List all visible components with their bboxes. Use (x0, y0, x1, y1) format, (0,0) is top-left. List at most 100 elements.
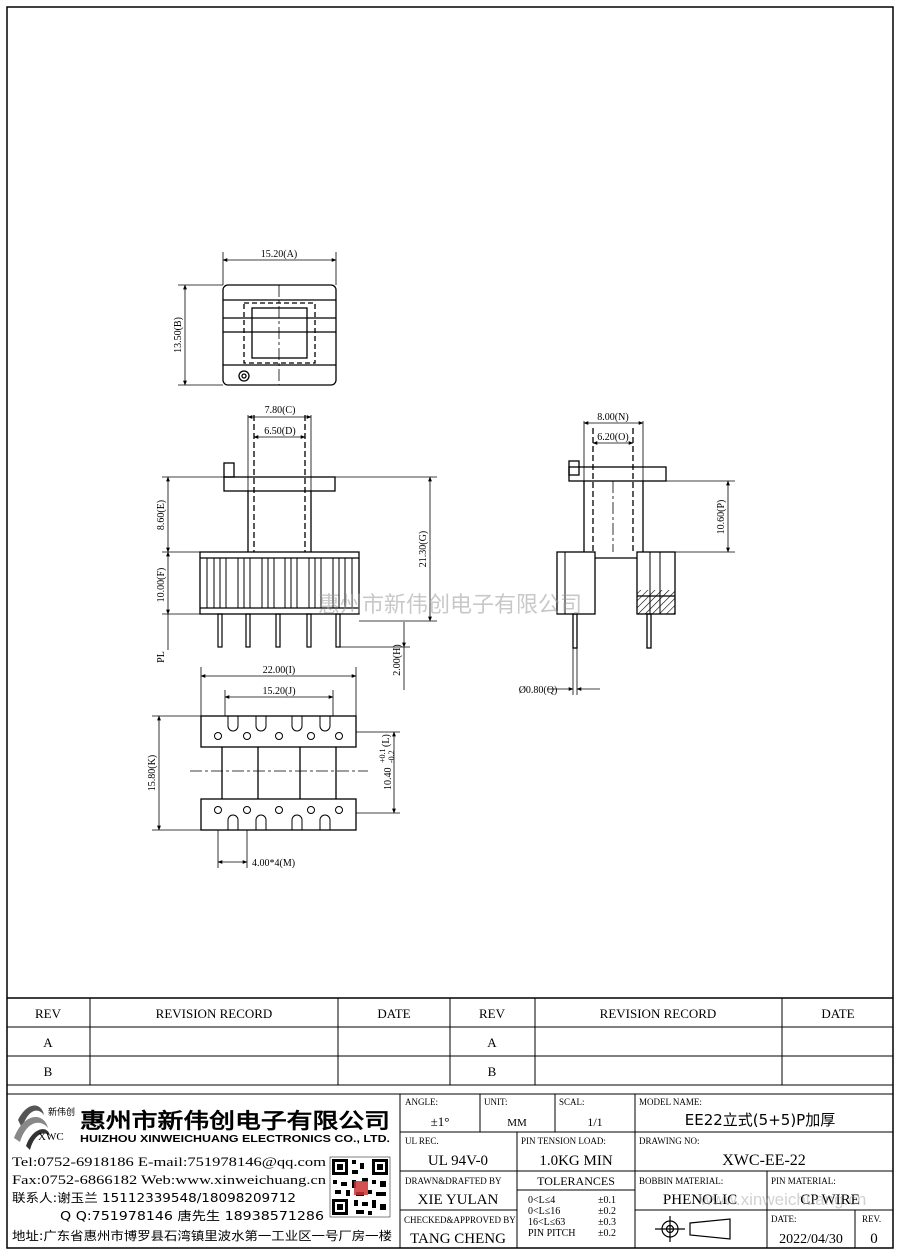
dim-g-label: 21.30(G) (418, 531, 429, 567)
rev-header-2: REV (479, 1006, 506, 1021)
rev-header-1: REV (35, 1006, 62, 1021)
dim-l (356, 731, 400, 814)
company-name-cn: 惠州市新伟创电子有限公司 (80, 1109, 390, 1133)
top-view-hole (241, 373, 247, 379)
qr-code (329, 1156, 391, 1218)
dim-k (152, 715, 201, 831)
tol-range-4: PIN PITCH (528, 1228, 576, 1239)
scale-label: SCAL: (559, 1097, 585, 1107)
side-view (556, 428, 676, 649)
tol-value-3: ±0.3 (598, 1217, 616, 1228)
model-label: MODEL NAME: (639, 1097, 702, 1107)
pin-tension-label: PIN TENSION LOAD: (521, 1136, 606, 1146)
watermark-text: 惠州市新伟创电子有限公司 (318, 593, 582, 618)
front-view-pins (217, 613, 341, 648)
front-view-slots (206, 558, 353, 608)
dim-b-label: 13.50(B) (173, 317, 184, 353)
company-name-en: HUIZHOU XINWEICHUANG ELECTRONICS CO., LT… (80, 1133, 390, 1145)
rev-row-b-1: B (44, 1064, 53, 1079)
dim-m-label: 4.00*4(M) (252, 858, 295, 869)
pin-material-value: CP WIRE (800, 1192, 860, 1208)
dim-e-label: 8.60(E) (156, 500, 167, 530)
revision-record-header-1: REVISION RECORD (156, 1006, 273, 1021)
dim-p-label: 10.60(P) (716, 500, 727, 535)
projection-symbol-icon (655, 1216, 731, 1242)
dim-i-label: 22.00(I) (263, 665, 296, 676)
dim-n-o (583, 421, 644, 481)
bottom-view (190, 715, 368, 831)
tolerances-label: TOLERANCES (537, 1174, 615, 1188)
dim-i-j (200, 667, 357, 716)
dim-n-label: 8.00(N) (597, 412, 628, 423)
rev-value: 0 (870, 1231, 878, 1247)
tol-value-1: ±0.1 (598, 1195, 616, 1206)
rev-row-a-2: A (487, 1035, 497, 1050)
tol-range-2: 0<L≤16 (528, 1206, 560, 1217)
drawn-label: DRAWN&DRAFTED BY (405, 1176, 502, 1186)
angle-value: ±1° (431, 1114, 450, 1129)
dim-l-tol-upper: +0.1 (378, 748, 387, 763)
dim-a-label: 15.20(A) (261, 249, 297, 260)
dim-a (222, 252, 337, 285)
unit-value: MM (507, 1117, 527, 1129)
drawn-value: XIE YULAN (418, 1192, 499, 1208)
dim-q-label: Ø0.80(Q) (519, 685, 558, 696)
contact-person: 联系人:谢玉兰 15112339548/18098209712 (12, 1190, 296, 1205)
dim-l-label: 10.40 (383, 768, 394, 791)
dim-d-label: 6.50(D) (264, 426, 295, 437)
tol-value-4: ±0.2 (598, 1228, 616, 1239)
angle-label: ANGLE: (405, 1097, 438, 1107)
dim-p (666, 480, 735, 553)
contact-qq: Q Q:751978146 唐先生 18938571286 (60, 1208, 324, 1223)
date-header-2: DATE (821, 1006, 854, 1021)
contact-fax-web: Fax:0752-6866182 Web:www.xinweichuang.cn (12, 1173, 327, 1187)
tol-value-2: ±0.2 (598, 1206, 616, 1217)
dim-l-tag: (L) (381, 734, 392, 747)
tol-range-3: 16<L≤63 (528, 1217, 565, 1228)
date-label: DATE: (771, 1214, 797, 1224)
checked-value: TANG CHENG (410, 1231, 506, 1247)
ul-value: UL 94V-0 (428, 1153, 488, 1169)
revision-record-header-2: REVISION RECORD (600, 1006, 717, 1021)
dim-c-label: 7.80(C) (265, 405, 296, 416)
rev-row-a-1: A (43, 1035, 53, 1050)
bobbin-material-value: PHENOLIC (663, 1192, 737, 1208)
title-block-grid (7, 1093, 893, 1248)
dim-l-tol-lower: -0.2 (387, 750, 396, 763)
scale-value: 1/1 (587, 1115, 602, 1129)
bottom-view-pins-bottom (214, 806, 343, 830)
url-watermark: www.xinweichuang.cn (699, 1190, 866, 1209)
date-header-1: DATE (377, 1006, 410, 1021)
pin-tension-value: 1.0KG MIN (539, 1153, 612, 1169)
pin-material-label: PIN MATERIAL: (771, 1176, 836, 1186)
drawing-no-label: DRAWING NO: (639, 1136, 700, 1146)
dim-b (178, 284, 223, 386)
dim-j-label: 15.20(J) (262, 686, 295, 697)
model-value: EE22立式(5+5)P加厚 (685, 1111, 835, 1129)
dim-o-label: 6.20(O) (597, 432, 628, 443)
bobbin-material-label: BOBBIN MATERIAL: (639, 1176, 723, 1186)
tol-range-1: 0<L≤4 (528, 1195, 555, 1206)
logo-cn-text: 新伟创 (48, 1106, 75, 1118)
sheet-border (6, 6, 894, 1249)
dim-h-label: 2.00(H) (392, 644, 403, 675)
contact-tel-email: Tel:0752-6918186 E-mail:751978146@qq.com (12, 1155, 326, 1169)
dim-k-label: 15.80(K) (147, 755, 158, 791)
dim-f-label: 10.00(F) (156, 568, 167, 603)
checked-label: CHECKED&APPROVED BY (404, 1215, 516, 1225)
dim-pl-label: PL (156, 651, 167, 663)
unit-label: UNIT: (484, 1097, 508, 1107)
rev-row-b-2: B (488, 1064, 497, 1079)
dim-c-d (247, 415, 312, 491)
ul-label: UL REC. (405, 1136, 439, 1146)
company-address: 地址:广东省惠州市博罗县石湾镇里波水第一工业区一号厂房一楼 (12, 1228, 392, 1243)
drawing-no-value: XWC-EE-22 (722, 1152, 806, 1169)
revision-table (7, 997, 893, 1086)
rev-label: REV. (862, 1214, 881, 1224)
dim-q (548, 648, 600, 695)
dim-g-h (335, 476, 437, 690)
top-view (222, 284, 337, 386)
company-logo (14, 1105, 50, 1150)
dim-m (217, 830, 248, 868)
